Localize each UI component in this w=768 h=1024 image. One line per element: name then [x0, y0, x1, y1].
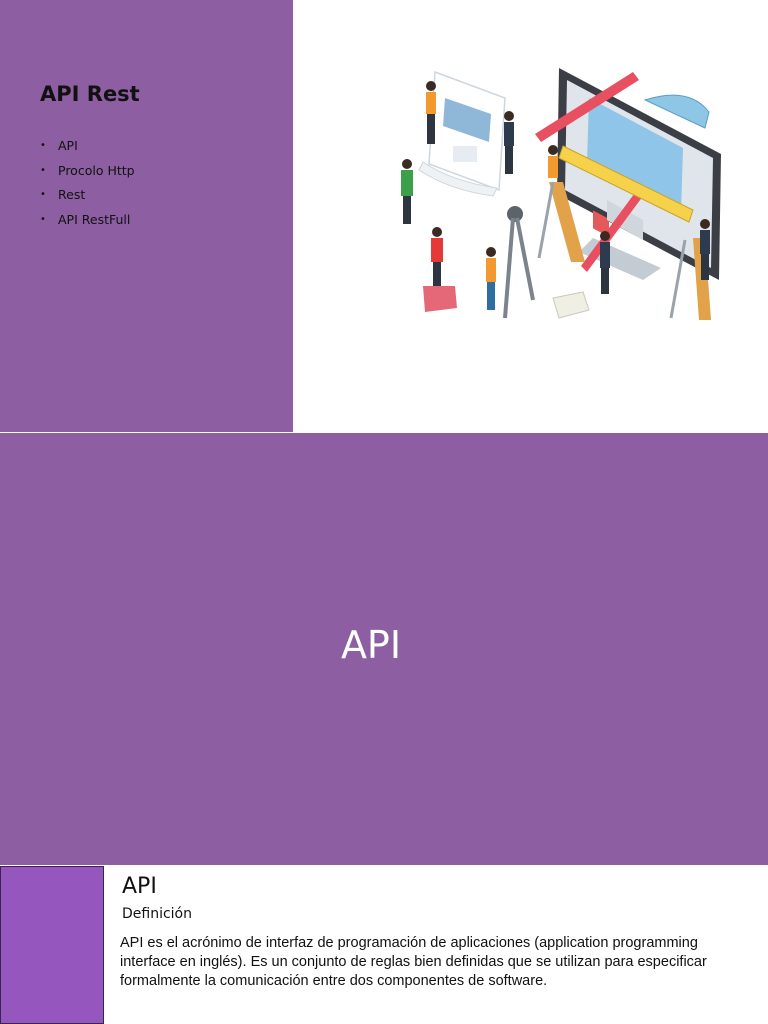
definition-text: API es el acrónimo de interfaz de progra… — [120, 935, 707, 989]
compass-icon — [503, 206, 535, 319]
list-item: • API — [40, 134, 135, 159]
people-icon — [401, 81, 710, 312]
title-panel: API Rest • API • Procolo Http • Rest • API R… — [0, 0, 293, 432]
bullet-icon: • — [40, 213, 46, 225]
slide-subtitle: Definición — [122, 906, 192, 922]
slide-title: API Rest — [40, 82, 140, 106]
bullet-icon: • — [40, 189, 46, 201]
list-item: • API RestFull — [40, 208, 135, 233]
eraser-icon — [552, 291, 590, 319]
slide-api-rest-overview: API Rest • API • Procolo Http • Rest • API R… — [0, 0, 768, 432]
list-item: • Rest — [40, 183, 135, 208]
list-item-label: Rest — [58, 187, 86, 203]
section-title: API — [340, 623, 402, 667]
bullet-icon: • — [40, 164, 46, 176]
list-item: • Procolo Http — [40, 159, 135, 184]
team-building-website-illustration — [401, 68, 721, 320]
pencil-icon — [535, 72, 643, 272]
list-item-label: API — [58, 138, 78, 154]
topics-list: • API • Procolo Http • Rest • API RestFull — [40, 134, 135, 232]
ruler-icon — [558, 94, 710, 223]
list-item-label: Procolo Http — [58, 162, 135, 178]
slide-api-section-title: API — [0, 433, 768, 865]
bullet-icon: • — [40, 140, 46, 152]
slide-api-definition: API Definición API es el acrónimo de int… — [0, 866, 768, 1024]
list-item-label: API RestFull — [58, 211, 131, 227]
accent-side-panel — [0, 866, 104, 1024]
paper-scroll-icon — [418, 70, 506, 197]
slide-title: API — [122, 874, 157, 899]
